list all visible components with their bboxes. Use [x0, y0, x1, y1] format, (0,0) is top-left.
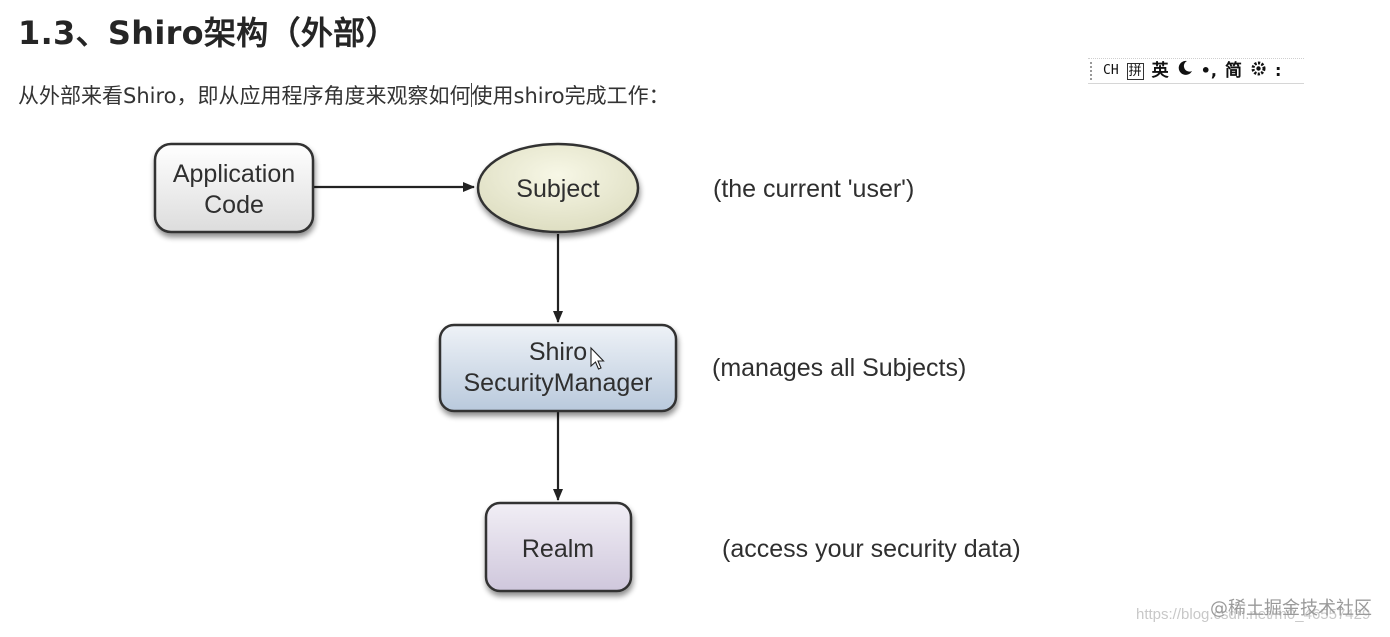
intro-text-end: 使用shiro完成工作： [471, 84, 670, 108]
moon-icon-graphic [1178, 60, 1192, 75]
gear-icon-graphic [1251, 61, 1266, 75]
security-manager-label-line2: SecurityManager [464, 369, 653, 397]
mouse-pointer-icon [590, 346, 605, 370]
security-manager-annotation: (manages all Subjects) [712, 354, 966, 382]
subject-label: Subject [516, 175, 599, 203]
ime-language-toggle[interactable]: 英 [1151, 61, 1169, 81]
watermark-site-name: @稀土掘金技术社区 [1210, 598, 1372, 619]
intro-text-start: 从外部来看Shiro，即从应用程序角度来观察如何 [18, 84, 471, 108]
moon-icon[interactable] [1177, 60, 1193, 82]
ime-mode-toggle[interactable]: CH [1103, 63, 1119, 78]
security-manager-label-line1: Shiro [529, 338, 587, 366]
security-manager-node: Shiro SecurityManager [438, 323, 678, 413]
text-cursor [470, 83, 472, 107]
watermark-url: https://blog.csdn.net/m0_46557429 [1136, 606, 1371, 623]
section-heading: 1.3、Shiro架构（外部） [18, 14, 398, 52]
application-code-node: Application Code [153, 142, 315, 234]
ime-pinyin-button[interactable]: 拼 [1126, 62, 1144, 80]
realm-node: Realm [484, 501, 633, 593]
gear-icon[interactable] [1250, 60, 1267, 83]
ime-more-button[interactable]: : [1274, 61, 1282, 80]
ime-punctuation-toggle[interactable]: •, [1200, 61, 1217, 80]
toolbar-grip-handle[interactable] [1090, 62, 1095, 80]
ime-toolbar: CH 拼 英 •, 简 : [1088, 58, 1304, 84]
application-code-label-line2: Code [204, 191, 264, 219]
ime-script-toggle[interactable]: 简 [1224, 61, 1242, 81]
intro-paragraph: 从外部来看Shiro，即从应用程序角度来观察如何使用shiro完成工作： [18, 80, 670, 110]
subject-annotation: (the current 'user') [713, 175, 914, 203]
realm-annotation: (access your security data) [722, 535, 1021, 563]
realm-label: Realm [522, 535, 594, 563]
application-code-label-line1: Application [173, 160, 295, 188]
subject-node: Subject [476, 142, 640, 234]
